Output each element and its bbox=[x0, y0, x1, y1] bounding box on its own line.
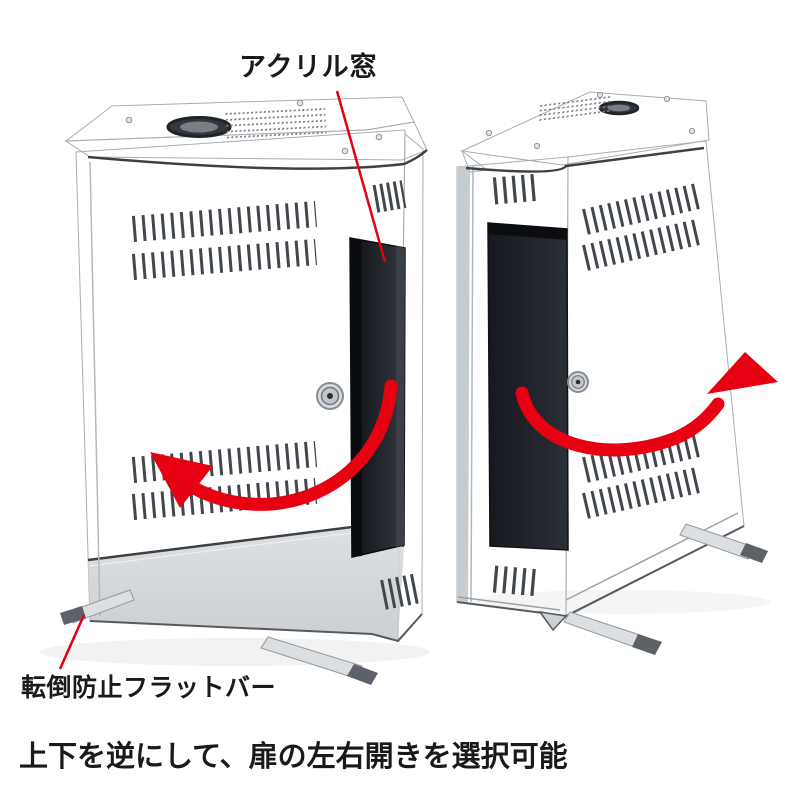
top-panel bbox=[460, 91, 710, 166]
acrylic-window-shadow bbox=[350, 238, 362, 557]
lock-cylinder bbox=[567, 371, 589, 393]
cable-grommet-inner bbox=[608, 104, 630, 112]
vent-slots-row bbox=[131, 239, 318, 280]
cable-grommet-inner bbox=[180, 121, 218, 133]
screw-icon bbox=[341, 147, 349, 155]
door-swing-left-arrow-icon bbox=[150, 379, 398, 511]
vent-slots-row bbox=[582, 467, 701, 519]
acrylic-window bbox=[487, 222, 569, 551]
base-corner-fold bbox=[538, 610, 568, 632]
cabinet-front-view bbox=[60, 96, 428, 685]
caption-text: 上下を逆にして、扉の左右開きを選択可能 bbox=[19, 741, 568, 773]
top-panel-corner-fold bbox=[460, 149, 489, 173]
cabinet-base bbox=[88, 526, 404, 640]
screw-icon bbox=[596, 91, 604, 99]
corner-vent-slots bbox=[372, 180, 407, 213]
vent-slots-row bbox=[582, 219, 701, 271]
cabinet-reversed-view bbox=[456, 91, 778, 655]
acrylic-window-label: アクリル窓 bbox=[239, 52, 378, 82]
screw-icon bbox=[125, 116, 133, 124]
flat-bar-foot-left bbox=[60, 589, 135, 625]
screw-icon bbox=[296, 99, 304, 107]
screw-icon bbox=[533, 142, 541, 150]
corner-vent-slots bbox=[492, 173, 542, 205]
flat-bar-foot-front bbox=[563, 611, 662, 655]
flat-bar-foot-rear bbox=[679, 523, 768, 563]
screw-icon bbox=[485, 129, 493, 137]
top-gap-line bbox=[87, 149, 428, 170]
acrylic-window-sheen bbox=[396, 246, 405, 547]
acrylic-window-shadow bbox=[488, 223, 567, 240]
corner-vent-slots bbox=[380, 573, 422, 610]
corner-vent-slots bbox=[492, 565, 542, 597]
door-hinge-seam bbox=[470, 165, 474, 603]
screw-icon bbox=[688, 127, 696, 135]
base-seam-highlight bbox=[88, 531, 361, 567]
door-edge-bevel bbox=[457, 165, 470, 603]
door-bottom-seam bbox=[457, 596, 561, 611]
flat-bar-label: 転倒防止フラットバー bbox=[21, 674, 277, 702]
base-seam bbox=[565, 512, 739, 601]
screw-icon bbox=[375, 133, 383, 141]
vent-slots-row bbox=[131, 201, 318, 242]
top-gap-line bbox=[465, 146, 705, 173]
top-vent-mesh bbox=[538, 95, 612, 121]
leader-line-flat-bar bbox=[58, 614, 86, 670]
vent-slots-row bbox=[131, 478, 318, 520]
top-vent-mesh bbox=[225, 107, 327, 139]
flat-bar-foot-right bbox=[260, 636, 378, 685]
door-swing-right-arrow-icon bbox=[515, 352, 778, 457]
base-bottom-edge bbox=[89, 613, 423, 643]
lock-cylinder bbox=[316, 382, 344, 410]
floor-shadow-left bbox=[40, 638, 430, 666]
screw-icon bbox=[663, 95, 671, 103]
vent-slots-row bbox=[582, 183, 701, 235]
vent-slots-row bbox=[582, 431, 701, 483]
door-hinge-seam bbox=[89, 161, 101, 617]
leader-line-acrylic-window bbox=[335, 90, 387, 263]
